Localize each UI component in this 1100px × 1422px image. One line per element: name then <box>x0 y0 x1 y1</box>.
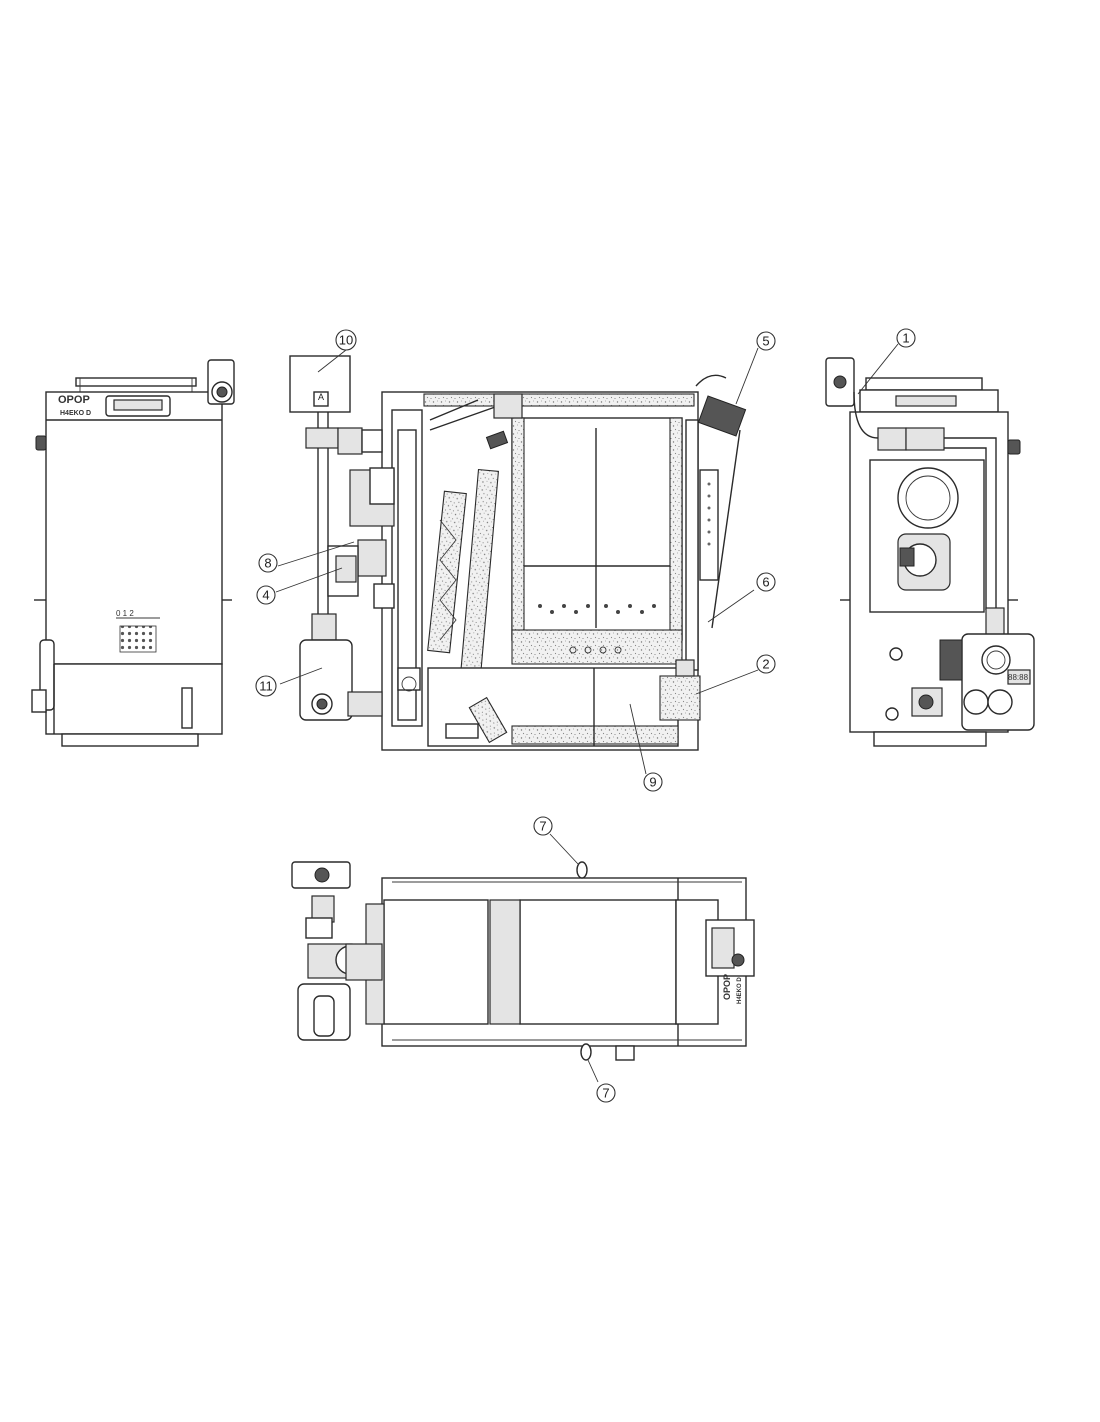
svg-text:11: 11 <box>259 679 273 694</box>
callout-10: 10 <box>335 329 357 351</box>
model-label-top: H4EKO D <box>737 977 743 1004</box>
top-view-brand: OPOP H4EKO D <box>722 974 743 1004</box>
brand-logo-front: OPOP <box>58 394 90 406</box>
panel-letter: A <box>318 392 324 402</box>
svg-text:7: 7 <box>602 1086 609 1101</box>
callout-7-bottom: 7 <box>596 1083 616 1103</box>
callout-7-top: 7 <box>533 816 553 836</box>
brand-logo-top: OPOP <box>722 974 732 1000</box>
svg-text:5: 5 <box>762 334 769 349</box>
svg-text:10: 10 <box>339 333 353 348</box>
callout-9: 9 <box>643 772 663 792</box>
svg-text:2: 2 <box>762 657 769 672</box>
svg-text:4: 4 <box>262 588 269 603</box>
display-readout: 88:88 <box>1008 673 1029 682</box>
svg-text:7: 7 <box>539 819 546 834</box>
model-label-front: H4EKO D <box>60 410 91 417</box>
callout-11: 11 <box>255 675 277 697</box>
controls-digits: 0 1 2 <box>116 609 134 618</box>
callout-5: 5 <box>756 331 776 351</box>
rear-view <box>825 357 1035 747</box>
callout-2: 2 <box>756 654 776 674</box>
svg-text:6: 6 <box>762 575 769 590</box>
svg-text:8: 8 <box>264 556 271 571</box>
pipe-and-fan-assembly <box>289 355 383 721</box>
callout-1: 1 <box>896 328 916 348</box>
top-view <box>291 861 755 1061</box>
callout-8: 8 <box>258 553 278 573</box>
callout-4: 4 <box>256 585 276 605</box>
svg-text:9: 9 <box>649 775 656 790</box>
svg-text:1: 1 <box>902 331 909 346</box>
callouts: 1 2 4 5 6 7 7 8 9 10 11 <box>255 328 916 1103</box>
callout-6: 6 <box>756 572 776 592</box>
side-section-view <box>349 374 747 751</box>
front-view <box>31 359 235 747</box>
leader-lines <box>275 343 899 1083</box>
